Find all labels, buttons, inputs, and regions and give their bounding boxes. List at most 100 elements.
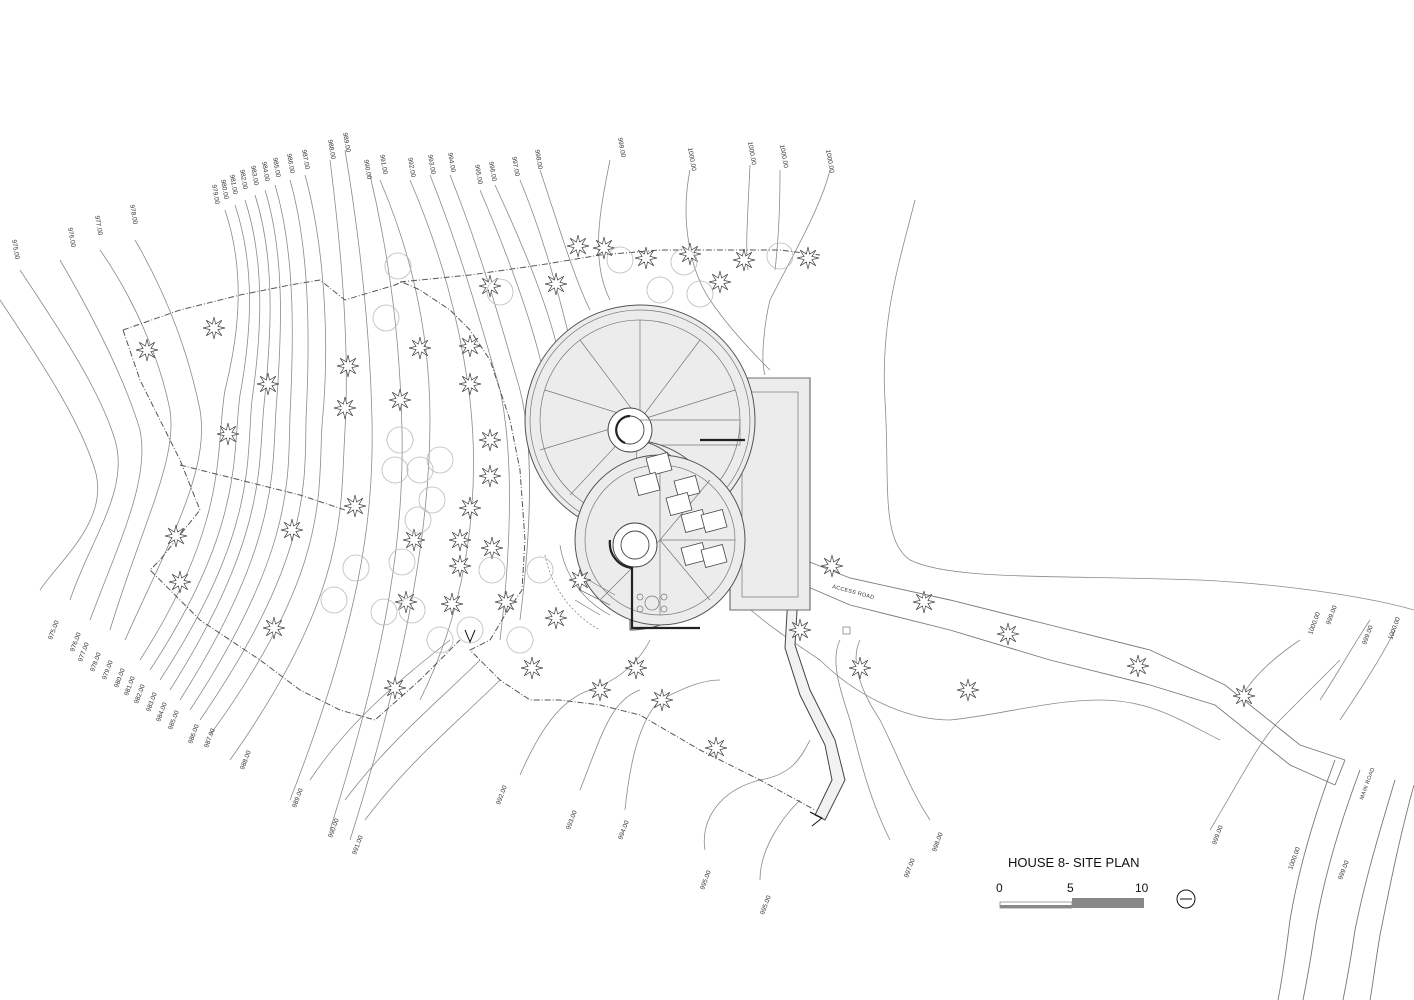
- tree-icon: [478, 464, 502, 488]
- contour-label: 991.00: [378, 154, 388, 175]
- tree-icon: [566, 234, 590, 258]
- access-road-label: ACCESS ROAD: [831, 584, 874, 601]
- contour-label: 987.00: [203, 727, 217, 748]
- contour-label: 980.00: [219, 179, 229, 200]
- canopy-icon: [406, 456, 434, 484]
- contour-label: 986.00: [187, 723, 201, 744]
- contour-label: 999.00: [1361, 624, 1375, 645]
- contour-label: 985.00: [271, 157, 281, 178]
- tree-icon: [135, 338, 159, 362]
- tree-icon: [634, 246, 658, 270]
- canopy-icon: [384, 252, 412, 280]
- canopy-icon: [456, 616, 484, 644]
- contour-label: 977.00: [93, 215, 103, 236]
- tree-icon: [478, 274, 502, 298]
- canopy-icon: [426, 626, 454, 654]
- main-road: MAIN ROAD: [1277, 759, 1414, 1000]
- canopy-icon: [320, 586, 348, 614]
- contour-labels-top: 975.00 976.00 977.00 978.00 979.00 980.0…: [10, 132, 835, 260]
- contour-label: 984.00: [155, 701, 169, 722]
- contour-label: 983.00: [145, 691, 159, 712]
- tree-icon: [588, 678, 612, 702]
- tree-icon: [216, 422, 240, 446]
- contour-label: 995.00: [699, 869, 713, 890]
- contour-label: 992.00: [406, 157, 416, 178]
- contour-label: 981.00: [228, 174, 238, 195]
- contour-label: 975.00: [47, 619, 61, 640]
- tree-icon: [624, 656, 648, 680]
- canopy-icon: [670, 248, 698, 276]
- tree-icon: [383, 676, 407, 700]
- contour-label: 982.00: [238, 169, 248, 190]
- contour-label: 1000.00: [778, 144, 789, 169]
- canopy-icon: [404, 506, 432, 534]
- trees-round: [320, 242, 794, 654]
- tree-icon: [394, 590, 418, 614]
- tree-icon: [336, 354, 360, 378]
- contour-label: 978.00: [89, 651, 103, 672]
- contour-label: 996.00: [487, 161, 497, 182]
- contour-lines: [0, 149, 1414, 881]
- canopy-icon: [418, 486, 446, 514]
- contour-labels-right: 1000.00 999.00 999.00 1000.00: [1307, 604, 1402, 645]
- contour-label: 982.00: [133, 683, 147, 704]
- tree-icon: [388, 388, 412, 412]
- contour-label: 994.00: [617, 819, 631, 840]
- canopy-icon: [506, 626, 534, 654]
- canopy-icon: [486, 278, 514, 306]
- tree-icon: [478, 428, 502, 452]
- contour-label: 1000.00: [686, 147, 697, 172]
- contour-label: 992.00: [495, 784, 509, 805]
- trees-star: [135, 234, 1256, 760]
- tree-icon: [333, 396, 357, 420]
- roof-panels: [633, 451, 728, 569]
- contour-label: 993.00: [426, 154, 436, 175]
- canopy-icon: [342, 554, 370, 582]
- tree-icon: [544, 606, 568, 630]
- contour-label: 998.00: [931, 831, 945, 852]
- tree-icon: [732, 248, 756, 272]
- contour-label: 1000.00: [1307, 611, 1322, 636]
- tree-icon: [402, 528, 426, 552]
- contour-label: 991.00: [351, 834, 365, 855]
- canopy-icon: [606, 246, 634, 274]
- contour-label: 1000.00: [746, 141, 757, 166]
- tree-icon: [168, 570, 192, 594]
- canopy-icon: [381, 456, 409, 484]
- tree-icon: [458, 496, 482, 520]
- tree-icon: [256, 372, 280, 396]
- contour-label: 988.00: [239, 749, 253, 770]
- scale-bar: [999, 898, 1144, 909]
- tree-icon: [848, 656, 872, 680]
- contour-label: 999.00: [616, 137, 626, 158]
- tree-icon: [520, 656, 544, 680]
- property-boundary: [122, 249, 821, 811]
- contour-label: 975.00: [10, 239, 20, 260]
- contour-label: 997.00: [510, 156, 520, 177]
- contour-label: 995.00: [473, 164, 483, 185]
- contour-label: 978.00: [128, 204, 138, 225]
- contour-label: 979.00: [210, 184, 220, 205]
- contour-label: 990.00: [327, 817, 341, 838]
- contour-label: 999.00: [1337, 859, 1351, 880]
- tree-icon: [678, 242, 702, 266]
- tree-icon: [262, 616, 286, 640]
- canopy-icon: [388, 548, 416, 576]
- canopy-icon: [370, 598, 398, 626]
- canopy-icon: [398, 596, 426, 624]
- tree-icon: [1232, 684, 1256, 708]
- tree-icon: [996, 622, 1020, 646]
- contour-label: 976.00: [66, 227, 76, 248]
- contour-label: 980.00: [113, 667, 127, 688]
- contour-label: 990.00: [362, 159, 372, 180]
- contour-label: 1000.00: [1387, 616, 1402, 641]
- tree-icon: [280, 518, 304, 542]
- scale-label-5: 5: [1067, 881, 1074, 895]
- canopy-icon: [646, 276, 674, 304]
- canopy-icon: [686, 280, 714, 308]
- scale-label-10: 10: [1135, 881, 1149, 895]
- contour-label: 977.00: [77, 641, 91, 662]
- canopy-icon: [478, 556, 506, 584]
- tree-icon: [343, 494, 367, 518]
